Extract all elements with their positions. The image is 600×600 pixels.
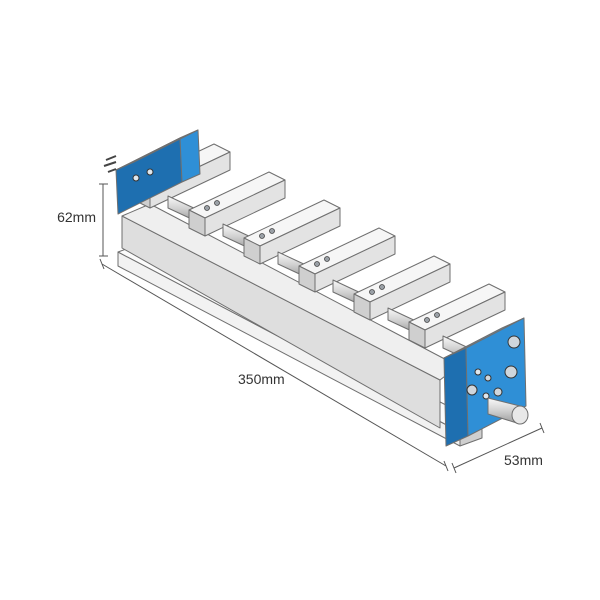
jaw-hole-2-2 <box>214 200 220 206</box>
jaw-side-1 <box>149 151 231 209</box>
height-dimension: 62mm <box>57 183 108 257</box>
jaw-hole-4-1 <box>314 261 320 267</box>
width-dimension: 53mm <box>451 422 545 474</box>
width-label: 53mm <box>504 452 543 468</box>
screw-shaft <box>487 397 529 425</box>
jaw-hole-2-1 <box>204 205 210 211</box>
length-label: 350mm <box>238 371 285 387</box>
vise-body <box>121 203 459 429</box>
jaw-side-5 <box>369 263 451 321</box>
height-label: 62mm <box>57 209 96 225</box>
length-dimension: 350mm <box>99 258 449 472</box>
jaw-side-2 <box>204 179 286 237</box>
jaw-hole-3-2 <box>269 228 275 234</box>
jaw-hole-6-1 <box>424 317 430 323</box>
right-end-plate <box>443 317 527 447</box>
jaw-hole-5-2 <box>379 284 385 290</box>
jaw-hole-5-1 <box>369 289 375 295</box>
left-end-plate <box>103 129 201 215</box>
jaw-side-4 <box>314 235 396 293</box>
jaw-hole-6-2 <box>434 312 440 318</box>
jaw-hole-3-1 <box>259 233 265 239</box>
jaw-hole-4-2 <box>324 256 330 262</box>
jaw-side-3 <box>259 207 341 265</box>
jaw-side-6 <box>424 291 506 349</box>
